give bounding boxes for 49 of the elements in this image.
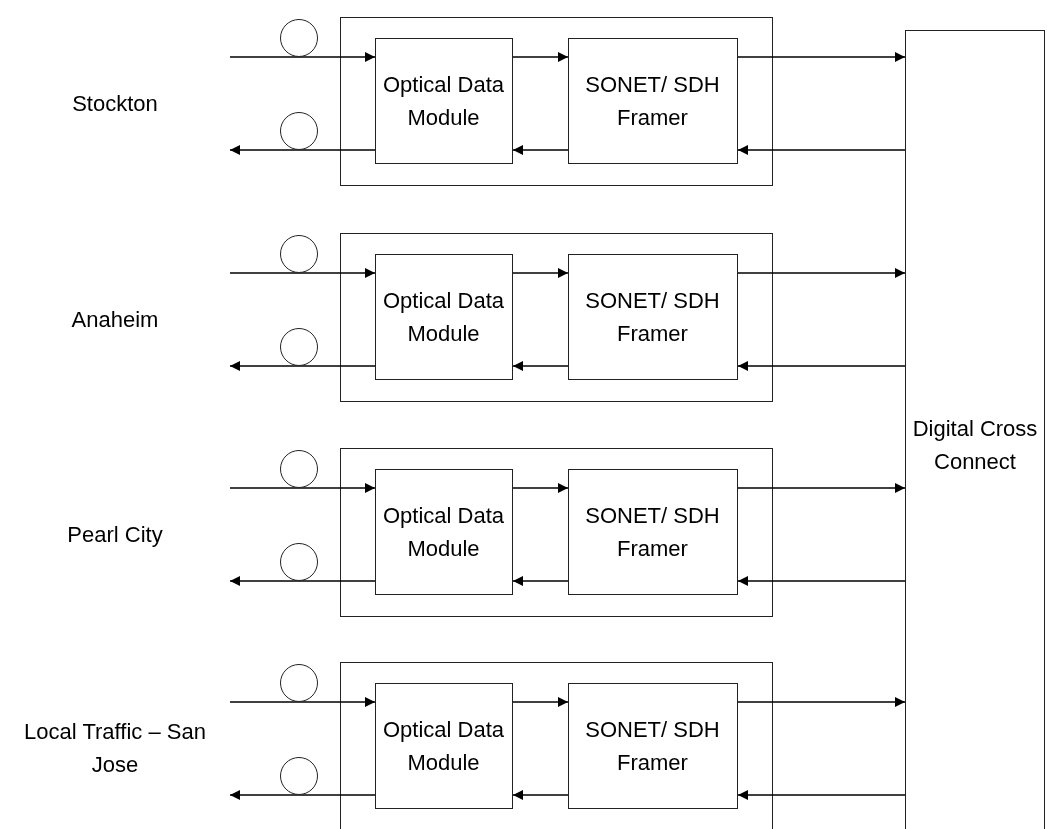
module-enclosure: [340, 662, 773, 829]
process-box: SONET/ SDH Framer: [567, 253, 738, 380]
process-box: Optical Data Module: [374, 253, 513, 380]
arrow: [737, 361, 906, 371]
arrow: [737, 483, 906, 493]
arrow: [512, 361, 569, 371]
arrow: [512, 145, 569, 155]
arrow: [737, 790, 906, 800]
circle-symbol: [280, 112, 318, 150]
circle-symbol: [280, 664, 318, 702]
site-label: Anaheim: [70, 305, 160, 334]
circle-symbol: [280, 328, 318, 366]
arrow: [737, 52, 906, 62]
arrow: [737, 145, 906, 155]
process-box: SONET/ SDH Framer: [567, 468, 738, 595]
arrow: [512, 483, 569, 493]
module-enclosure: [340, 233, 773, 402]
process-box: Optical Data Module: [374, 468, 513, 595]
arrow: [512, 790, 569, 800]
arrow: [229, 697, 376, 707]
process-box: Digital Cross Connect: [905, 30, 1045, 829]
arrow: [229, 145, 376, 155]
circle-symbol: [280, 543, 318, 581]
arrow: [512, 268, 569, 278]
process-box: Optical Data Module: [374, 37, 513, 164]
arrow: [229, 483, 376, 493]
arrow: [229, 268, 376, 278]
arrow: [737, 268, 906, 278]
process-box: Optical Data Module: [374, 682, 513, 809]
arrow: [229, 790, 376, 800]
arrow: [737, 697, 906, 707]
arrow: [229, 361, 376, 371]
site-label: Local Traffic – San Jose: [23, 718, 207, 779]
process-box: SONET/ SDH Framer: [567, 682, 738, 809]
arrow: [512, 576, 569, 586]
circle-symbol: [280, 757, 318, 795]
module-enclosure: [340, 448, 773, 617]
arrow: [229, 576, 376, 586]
arrow: [229, 52, 376, 62]
circle-symbol: [280, 235, 318, 273]
circle-symbol: [280, 19, 318, 57]
site-label: Pearl City: [66, 520, 164, 549]
circle-symbol: [280, 450, 318, 488]
site-label: Stockton: [71, 89, 159, 118]
arrow: [737, 576, 906, 586]
arrow: [512, 697, 569, 707]
arrow: [512, 52, 569, 62]
process-box: SONET/ SDH Framer: [567, 37, 738, 164]
module-enclosure: [340, 17, 773, 186]
